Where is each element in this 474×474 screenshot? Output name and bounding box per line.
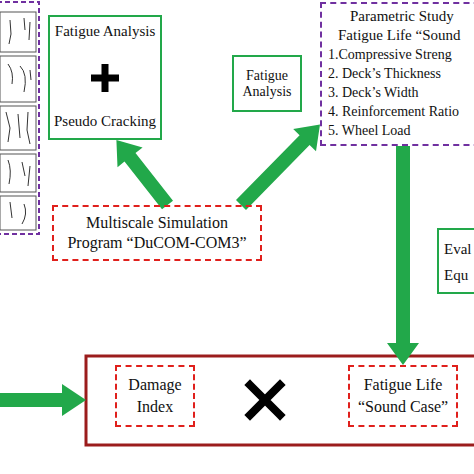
node-text: 3. Deck’s Width bbox=[328, 83, 474, 102]
program-box: Multiscale Simulation Program “DuCOM-COM… bbox=[52, 205, 262, 261]
node-text: 2. Deck’s Thickness bbox=[328, 64, 474, 83]
node-text: 4. Reinforcement Ratio bbox=[328, 102, 474, 121]
sketch-frame bbox=[0, 56, 36, 102]
block-arrow bbox=[116, 140, 173, 209]
node-text: Fatigue Life “Sound Case” bbox=[353, 374, 453, 418]
node-text: Fatigue Analysis bbox=[55, 23, 155, 40]
crack-sketch bbox=[10, 202, 26, 224]
study-panel: Parametric StudyFatigue Life “Sound1.Com… bbox=[320, 2, 474, 146]
sketch-panel bbox=[0, 2, 39, 234]
plus-symbol bbox=[91, 64, 119, 92]
node-text: Multiscale Simulation Program “DuCOM-COM… bbox=[57, 213, 257, 253]
node-text: Parametric Study bbox=[350, 7, 474, 26]
node-text: Pseudo Cracking bbox=[54, 113, 156, 130]
sketch-frame bbox=[0, 106, 36, 150]
block-arrow bbox=[0, 384, 86, 416]
result-frame bbox=[86, 356, 474, 445]
process-box: Fatigue AnalysisPseudo Cracking bbox=[48, 15, 162, 140]
node-text: Damage Index bbox=[120, 374, 190, 418]
multiply-symbol bbox=[250, 385, 280, 415]
node-text: Eval Equ bbox=[444, 236, 474, 288]
block-arrow bbox=[236, 124, 320, 209]
crack-sketch bbox=[8, 64, 31, 92]
node-text: Fatigue Life “Sound bbox=[338, 26, 474, 45]
label-box: Fatigue Analysis bbox=[232, 55, 302, 112]
node-text: 5. Wheel Load bbox=[328, 121, 474, 140]
sketch-frame bbox=[0, 12, 36, 52]
arrow-shape bbox=[116, 140, 173, 209]
node-text: 1.Compressive Streng bbox=[328, 45, 474, 64]
arrow-shape bbox=[387, 146, 419, 365]
arrow-shape bbox=[236, 124, 320, 209]
result-box: Damage Index bbox=[115, 365, 195, 427]
crack-sketch bbox=[8, 160, 30, 186]
block-arrow bbox=[387, 146, 419, 365]
sketch-frame bbox=[0, 154, 36, 192]
result-box: Fatigue Life “Sound Case” bbox=[348, 365, 458, 427]
crack-sketch bbox=[6, 112, 30, 144]
crack-sketch bbox=[9, 18, 30, 44]
label-box: Eval Equ bbox=[437, 228, 474, 294]
node-text: Fatigue Analysis bbox=[237, 68, 297, 100]
sketch-frame bbox=[0, 196, 36, 230]
